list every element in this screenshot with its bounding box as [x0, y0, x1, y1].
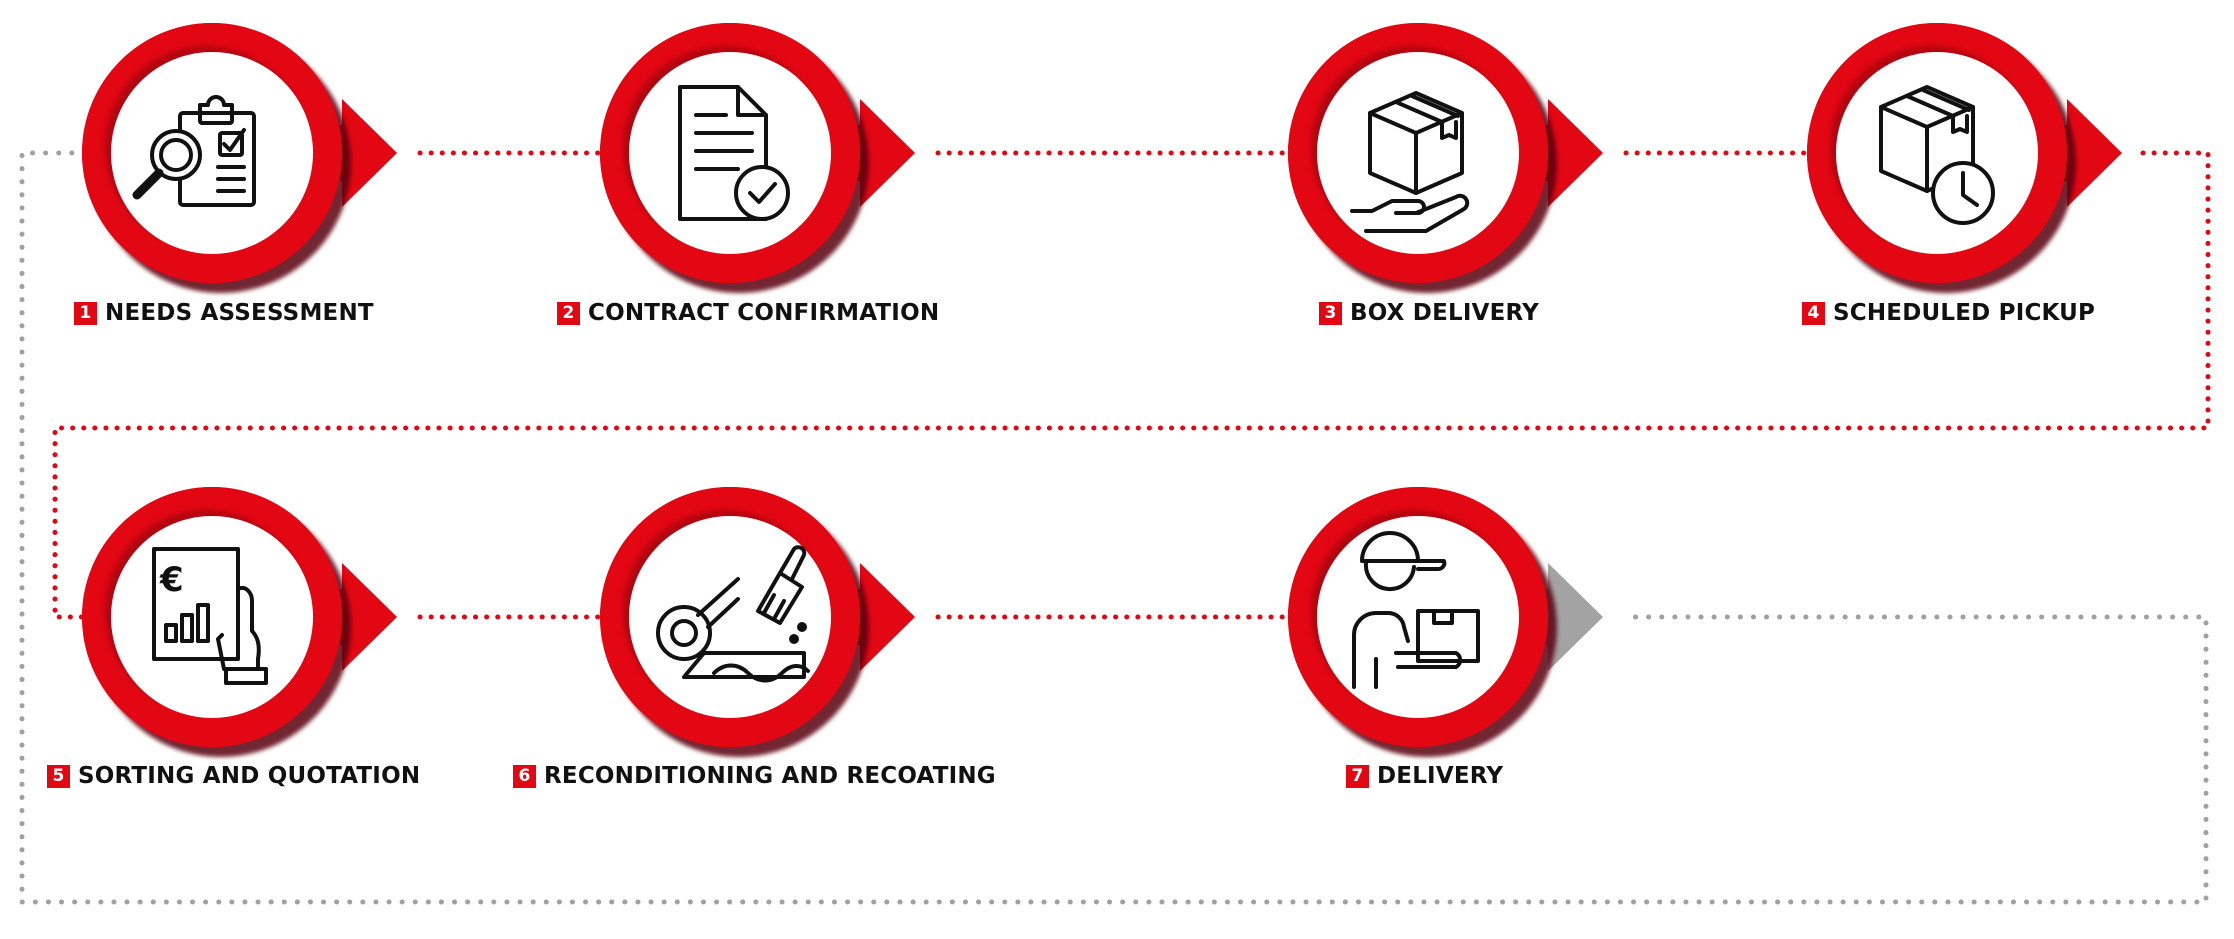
courier-with-box-icon — [1352, 531, 1480, 689]
step-number-badge: 2 — [557, 301, 580, 325]
clipboard-magnifier-icon — [132, 95, 256, 207]
step-disc-face-6 — [631, 518, 829, 716]
step-title: DELIVERY — [1377, 763, 1504, 789]
grinder-brush-icon — [656, 545, 810, 683]
step-node-5: € — [82, 487, 397, 747]
connector-4-5 — [52, 150, 2211, 620]
step-label-1: 1 NEEDS ASSESSMENT — [74, 300, 374, 326]
step-title: RECONDITIONING AND RECOATING — [544, 763, 996, 789]
step-node-1 — [82, 23, 397, 283]
euro-invoice-chart-icon: € — [152, 547, 268, 685]
step-disc-face-1 — [113, 54, 311, 252]
step-number-badge: 7 — [1346, 764, 1369, 788]
step-label-3: 3 BOX DELIVERY — [1319, 300, 1539, 326]
step-number-badge: 6 — [513, 764, 536, 788]
step-title: CONTRACT CONFIRMATION — [588, 300, 940, 326]
return-loop-top — [19, 150, 2209, 905]
step-node-2 — [600, 23, 915, 283]
step-number-badge: 5 — [47, 764, 70, 788]
active-connectors — [52, 150, 2211, 620]
step-title: NEEDS ASSESSMENT — [105, 300, 374, 326]
step-label-6: 6 RECONDITIONING AND RECOATING — [513, 763, 996, 789]
step-label-2: 2 CONTRACT CONFIRMATION — [557, 300, 939, 326]
document-check-icon — [678, 85, 790, 221]
box-clock-icon — [1879, 85, 1995, 225]
step-node-3 — [1288, 23, 1603, 283]
step-node-7 — [1288, 487, 1603, 747]
box-in-hand-icon — [1350, 91, 1470, 233]
svg-text:€: € — [159, 560, 184, 600]
step-title: SCHEDULED PICKUP — [1833, 300, 2096, 326]
step-title: BOX DELIVERY — [1350, 300, 1540, 326]
step-disc-face-4 — [1838, 54, 2036, 252]
step-disc-face-5 — [113, 518, 311, 716]
step-number-badge: 4 — [1802, 301, 1825, 325]
step-number-badge: 3 — [1319, 301, 1342, 325]
return-loop-connector — [19, 150, 2209, 905]
step-label-5: 5 SORTING AND QUOTATION — [47, 763, 420, 789]
step-label-7: 7 DELIVERY — [1346, 763, 1503, 789]
step-node-6 — [600, 487, 915, 747]
step-title: SORTING AND QUOTATION — [78, 763, 421, 789]
step-label-4: 4 SCHEDULED PICKUP — [1802, 300, 2095, 326]
step-node-4 — [1807, 23, 2122, 283]
step-number-badge: 1 — [74, 301, 97, 325]
